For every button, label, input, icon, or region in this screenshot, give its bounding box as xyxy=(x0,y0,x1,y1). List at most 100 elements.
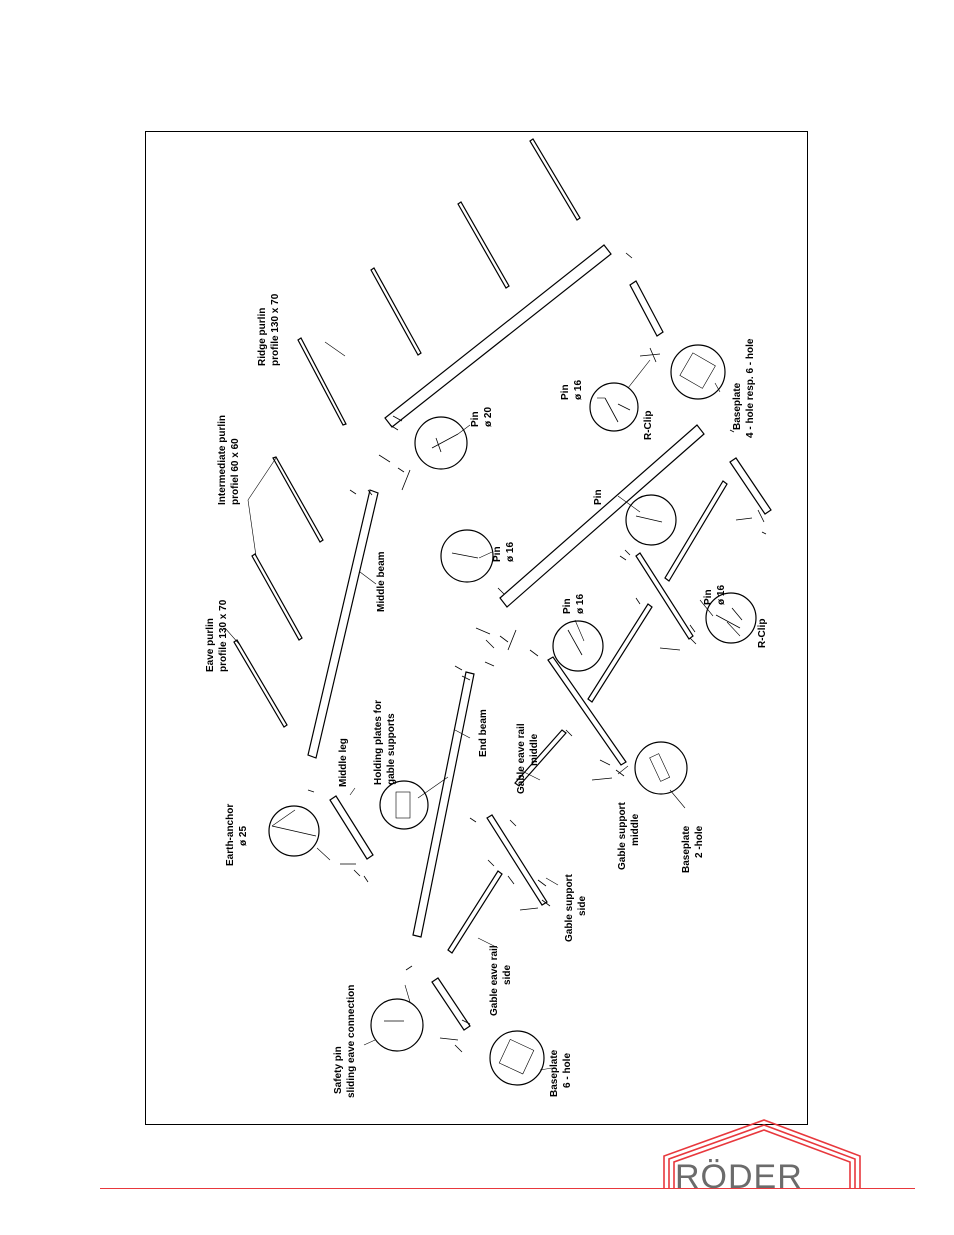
middle-leg-part xyxy=(329,795,374,860)
svg-text:Intermediate purlin: Intermediate purlin xyxy=(217,415,228,505)
leader-lines xyxy=(224,341,741,1071)
label-safety-pin: Safety pin sliding eave connection xyxy=(333,985,357,1098)
gable-rail-right-3 xyxy=(664,480,728,582)
svg-text:middle: middle xyxy=(630,813,641,846)
label-baseplate-4-6: Baseplate 4 - hole resp. 6 - hole xyxy=(732,338,756,438)
svg-text:Safety pin: Safety pin xyxy=(333,1046,344,1094)
label-pin-16-left: Pin ø 16 xyxy=(492,542,516,562)
detail-baseplate-6 xyxy=(489,1030,545,1086)
footer-rule xyxy=(100,1188,915,1189)
roder-logo-text: RÖDER xyxy=(675,1158,803,1196)
label-ridge-purlin: Ridge purlin profile 130 x 70 xyxy=(257,293,281,366)
detail-holding-plates xyxy=(379,780,429,830)
leg-lower-left xyxy=(431,977,471,1031)
svg-text:profile 130 x 70: profile 130 x 70 xyxy=(218,599,229,672)
pin-16-rclip-drawing xyxy=(715,607,743,629)
svg-text:profiel 60 x 60: profiel 60 x 60 xyxy=(230,438,241,505)
pin-16-center-drawing xyxy=(567,629,583,656)
svg-text:ø 16: ø 16 xyxy=(573,380,584,400)
label-pin-16-center: Pin ø 16 xyxy=(562,594,586,614)
svg-text:Baseplate: Baseplate xyxy=(681,825,692,873)
purlin-top-right xyxy=(529,138,581,221)
label-r-clip-bottom: R-Clip xyxy=(757,619,768,648)
svg-text:side: side xyxy=(577,896,588,916)
gable-rail-right-1 xyxy=(587,603,653,703)
svg-text:2 -hole: 2 -hole xyxy=(694,825,705,858)
svg-text:gable supports: gable supports xyxy=(386,713,397,785)
middle-beam xyxy=(307,489,379,759)
gable-rail-right-2 xyxy=(635,552,694,640)
pin-16-left-drawing xyxy=(451,552,479,559)
svg-text:Baseplate: Baseplate xyxy=(549,1049,560,1097)
label-pin-16-top: Pin ø 16 xyxy=(560,380,584,400)
label-pin-mid: Pin xyxy=(593,489,604,505)
svg-text:Gable eave rail: Gable eave rail xyxy=(489,945,500,1016)
svg-text:sliding eave connection: sliding eave connection xyxy=(346,985,357,1098)
label-baseplate-6: Baseplate 6 - hole xyxy=(549,1049,573,1097)
label-r-clip-top: R-Clip xyxy=(643,411,654,440)
label-earth-anchor: Earth-anchor ø 25 xyxy=(225,804,249,866)
purlin-eave xyxy=(233,639,288,728)
svg-text:4 - hole resp. 6 - hole: 4 - hole resp. 6 - hole xyxy=(745,338,756,438)
label-pin-20: Pin ø 20 xyxy=(470,407,494,427)
svg-text:ø 20: ø 20 xyxy=(483,407,494,427)
leg-top-right xyxy=(629,280,664,337)
label-eave-purlin: Eave purlin profile 130 x 70 xyxy=(205,599,229,672)
svg-text:6 - hole: 6 - hole xyxy=(562,1053,573,1088)
svg-text:ø 25: ø 25 xyxy=(238,826,249,846)
detail-baseplate-2 xyxy=(634,741,688,795)
detail-pin-16-mid xyxy=(625,494,677,546)
label-gable-support-middle: Gable support middle xyxy=(617,802,641,870)
svg-text:ø 16: ø 16 xyxy=(505,542,516,562)
detail-pin-16-center xyxy=(552,620,604,672)
svg-text:Gable eave rail: Gable eave rail xyxy=(516,723,527,794)
detail-baseplate-4-6 xyxy=(670,344,726,400)
purlin-intermediate-3 xyxy=(272,456,324,543)
svg-text:middle: middle xyxy=(529,733,540,766)
svg-text:side: side xyxy=(502,965,513,985)
svg-text:profile 130 x 70: profile 130 x 70 xyxy=(270,293,281,366)
svg-text:Ridge purlin: Ridge purlin xyxy=(257,308,268,366)
svg-text:Earth-anchor: Earth-anchor xyxy=(225,804,236,866)
gable-rail-lower xyxy=(486,814,548,906)
label-baseplate-2: Baseplate 2 -hole xyxy=(681,825,705,873)
baseplate-2-drawing xyxy=(649,753,671,782)
purlin-ridge xyxy=(297,337,347,426)
label-middle-beam: Middle beam xyxy=(376,551,387,612)
svg-text:Eave purlin: Eave purlin xyxy=(205,618,216,672)
svg-text:Pin: Pin xyxy=(492,546,503,562)
svg-text:Holding plates for: Holding plates for xyxy=(373,700,384,785)
label-gable-support-side: Gable support side xyxy=(564,874,588,942)
baseplate-6-drawing xyxy=(498,1038,535,1075)
holding-plates-drawing xyxy=(395,791,411,819)
svg-text:Gable support: Gable support xyxy=(564,874,575,942)
gable-eave-rail-side-part xyxy=(447,870,503,954)
end-beam xyxy=(412,671,475,938)
middle-rafter xyxy=(499,424,705,608)
label-holding-plates: Holding plates for gable supports xyxy=(373,700,397,785)
label-middle-leg: Middle leg xyxy=(338,738,349,787)
pin-16-mid-drawing xyxy=(635,515,663,523)
svg-text:Pin: Pin xyxy=(560,384,571,400)
svg-text:Pin: Pin xyxy=(562,598,573,614)
detail-pin-16-top xyxy=(589,382,639,432)
upper-beam-right xyxy=(384,244,612,428)
label-end-beam: End beam xyxy=(478,709,489,757)
baseplate-4-6-drawing xyxy=(679,352,716,389)
roder-logo-roof-icon xyxy=(663,1119,861,1188)
purlin-intermediate-4 xyxy=(251,553,303,641)
leg-right xyxy=(729,457,772,515)
gable-eave-rail-middle-part xyxy=(547,656,627,766)
drawing-frame xyxy=(145,131,808,1125)
earth-anchor-drawing xyxy=(271,825,317,837)
purlin-intermediate-1 xyxy=(457,201,510,289)
purlin-intermediate-2 xyxy=(370,267,422,356)
detail-pin-16-rclip xyxy=(705,592,757,644)
label-pin-16-rclip: Pin ø 16 xyxy=(703,585,727,605)
pin-16-top-drawing xyxy=(604,397,631,423)
svg-text:Pin: Pin xyxy=(703,589,714,605)
label-gable-eave-rail-middle: Gable eave rail middle xyxy=(516,723,540,794)
label-gable-eave-rail-side: Gable eave rail side xyxy=(489,945,513,1016)
svg-text:Pin: Pin xyxy=(470,411,481,427)
